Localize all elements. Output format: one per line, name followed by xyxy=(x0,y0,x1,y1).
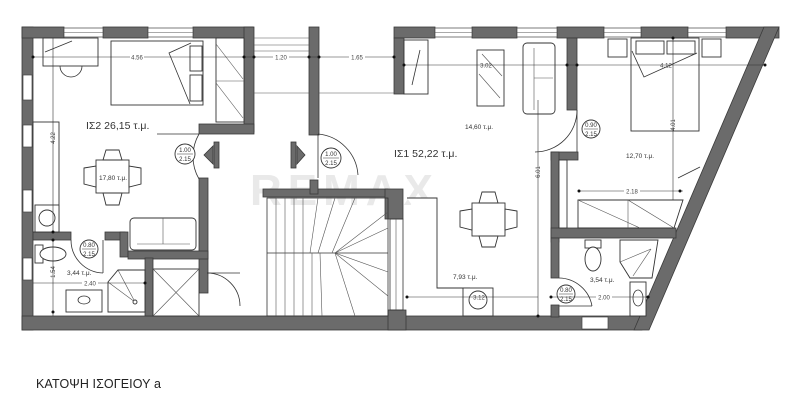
svg-text:4.56: 4.56 xyxy=(131,56,143,62)
svg-text:1.20: 1.20 xyxy=(275,56,287,62)
door-tag-e1-entry: 1.00 2.15 xyxy=(320,147,342,169)
door-tag-e1-bedroom: 0.90 2.15 xyxy=(581,119,601,139)
svg-text:2.15: 2.15 xyxy=(83,252,95,258)
svg-text:2.15: 2.15 xyxy=(585,132,597,138)
door-tag-e2-bath: 0.80 2.15 xyxy=(79,239,99,259)
svg-text:2.18: 2.18 xyxy=(626,190,638,196)
svg-text:0.80: 0.80 xyxy=(83,243,95,249)
entry-arrows xyxy=(203,141,306,169)
svg-text:1.00: 1.00 xyxy=(179,148,191,154)
e1-toilet xyxy=(584,239,602,272)
svg-text:2.15: 2.15 xyxy=(560,297,572,303)
e1-cabinet xyxy=(403,39,429,95)
e2-sink xyxy=(65,289,103,313)
room-bath-e2-area: 3,44 τ.μ. xyxy=(67,270,92,277)
e1-chair-diag xyxy=(677,166,701,179)
e2-wardrobe xyxy=(215,37,245,123)
svg-text:2.00: 2.00 xyxy=(598,296,610,302)
svg-text:6.01: 6.01 xyxy=(536,166,542,178)
corridor-lines xyxy=(254,37,394,94)
e1-coffee-table xyxy=(476,49,505,107)
svg-text:2.15: 2.15 xyxy=(179,157,191,163)
e2-shower xyxy=(107,269,146,313)
e1-nightstands xyxy=(607,38,722,58)
bottom-window xyxy=(581,316,609,330)
svg-text:2.40: 2.40 xyxy=(84,282,96,288)
svg-text:1.54: 1.54 xyxy=(51,266,57,278)
plan-caption: ΚΑΤΟΨΗ ΙΣΟΓΕΙΟΥ a xyxy=(36,377,161,391)
svg-text:0.90: 0.90 xyxy=(585,123,597,129)
top-windows xyxy=(63,27,727,38)
interior-walls xyxy=(32,26,677,331)
staircase xyxy=(266,197,404,317)
e1-kitchen-counter xyxy=(407,197,494,317)
e1-sink xyxy=(629,281,647,317)
unit-e1-label: ΙΣ1 52,22 τ.μ. xyxy=(394,148,457,160)
svg-text:4.01: 4.01 xyxy=(671,119,677,131)
e2-dining-table xyxy=(83,149,142,206)
e2-double-bed xyxy=(110,40,204,106)
room-bedroom-e1-area: 12,70 τ.μ. xyxy=(626,153,654,160)
svg-text:4.12: 4.12 xyxy=(660,64,672,70)
svg-text:1.65: 1.65 xyxy=(351,56,363,62)
e1-dining-table xyxy=(459,191,518,248)
svg-text:0.80: 0.80 xyxy=(560,288,572,294)
door-tag-e1-bath: 0.80 2.15 xyxy=(556,284,576,304)
unit-e2-label: ΙΣ2 26,15 τ.μ. xyxy=(86,120,149,132)
svg-text:3.02: 3.02 xyxy=(480,64,492,70)
room-kitchen-e1-area: 7,93 τ.μ. xyxy=(453,274,478,281)
e1-double-bed xyxy=(630,37,700,132)
room-living-e1-area: 14,60 τ.μ. xyxy=(465,124,493,131)
dimension-labels: 4.56 1.20 1.65 3.02 4.12 4.22 1.54 2.40 … xyxy=(51,53,677,302)
door-tag-e2-entry: 1.00 2.15 xyxy=(174,143,196,165)
outer-walls xyxy=(21,26,780,331)
e2-kitchen-counter xyxy=(32,121,60,233)
svg-text:3.12: 3.12 xyxy=(473,296,485,302)
room-bath-e1-area: 3,54 τ.μ. xyxy=(590,277,615,284)
e1-shower xyxy=(619,239,659,279)
svg-text:4.22: 4.22 xyxy=(51,132,57,144)
left-windows xyxy=(22,74,33,281)
e2-desk xyxy=(42,37,99,78)
e2-toilet xyxy=(34,244,67,264)
svg-text:2.15: 2.15 xyxy=(325,161,337,167)
e1-wardrobe xyxy=(558,159,684,229)
svg-text:1.00: 1.00 xyxy=(325,152,337,158)
room-living-e2-area: 17,80 τ.μ. xyxy=(99,175,127,182)
e2-storage xyxy=(152,268,200,317)
e1-sofa xyxy=(522,42,556,115)
e2-sofa xyxy=(129,217,197,251)
